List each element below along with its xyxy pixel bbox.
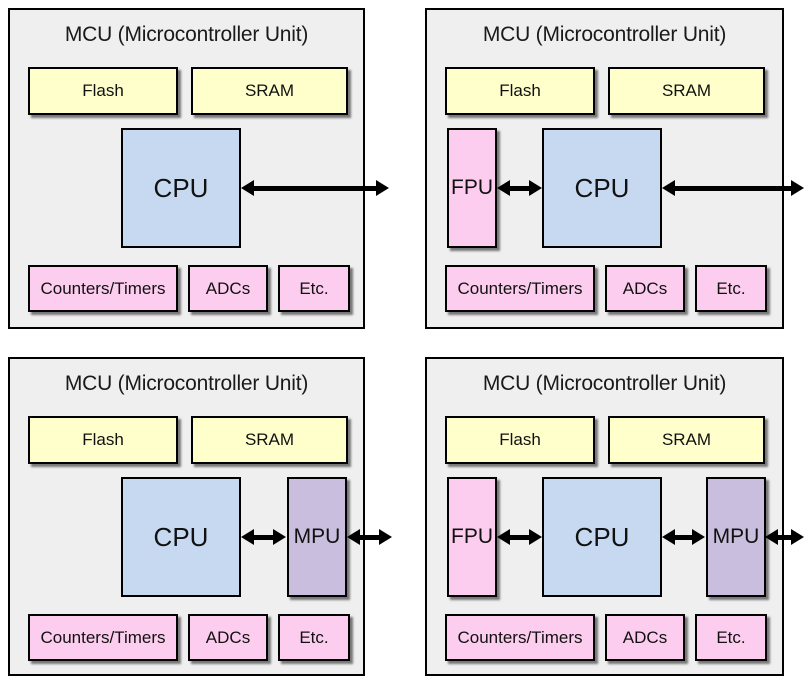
mpu-external-bus-arrow xyxy=(347,529,392,545)
sram-box: SRAM xyxy=(608,416,765,464)
mcu-title: MCU (Microcontroller Unit) xyxy=(482,372,727,395)
fpu-box: FPU xyxy=(447,128,497,248)
arrow-shaft xyxy=(674,534,693,540)
mcu-title: MCU (Microcontroller Unit) xyxy=(482,23,727,46)
arrowhead-left xyxy=(765,529,778,545)
mcu-title: MCU (Microcontroller Unit) xyxy=(64,372,309,395)
etc-box: Etc. xyxy=(695,265,767,312)
cpu-box: CPU xyxy=(542,128,662,248)
fpu-cpu-bus-arrow xyxy=(497,529,542,545)
cpu-box: CPU xyxy=(542,477,662,597)
etc-box: Etc. xyxy=(278,265,350,312)
flash-box: Flash xyxy=(28,67,178,115)
arrowhead-left xyxy=(497,529,510,545)
arrowhead-right xyxy=(791,180,804,196)
arrowhead-left xyxy=(347,529,360,545)
counters-timers-box: Counters/Timers xyxy=(28,265,178,312)
arrowhead-right xyxy=(791,529,804,545)
mpu-external-bus-arrow xyxy=(765,529,804,545)
arrow-shaft xyxy=(253,185,377,191)
arrowhead-left xyxy=(241,180,254,196)
arrow-shaft xyxy=(359,534,380,540)
counters-timers-box: Counters/Timers xyxy=(445,265,595,312)
cpu-mpu-bus-arrow xyxy=(662,529,705,545)
fpu-cpu-bus-arrow xyxy=(497,180,542,196)
mcu-panel-mpu: MCU (Microcontroller Unit) Flash SRAM CP… xyxy=(8,357,392,676)
cpu-box: CPU xyxy=(121,128,241,248)
mpu-box: MPU xyxy=(287,477,347,597)
arrow-shaft xyxy=(253,534,274,540)
arrowhead-left xyxy=(497,180,510,196)
cpu-external-bus-arrow xyxy=(662,180,804,196)
cpu-mpu-bus-arrow xyxy=(241,529,286,545)
arrow-shaft xyxy=(777,534,792,540)
mcu-panel-fpu: MCU (Microcontroller Unit) Flash SRAM FP… xyxy=(425,8,804,329)
adcs-box: ADCs xyxy=(605,614,685,661)
mpu-box: MPU xyxy=(706,477,766,597)
arrowhead-left xyxy=(662,529,675,545)
flash-box: Flash xyxy=(445,67,595,115)
fpu-box: FPU xyxy=(447,477,497,597)
arrowhead-right xyxy=(529,180,542,196)
arrow-shaft xyxy=(674,185,792,191)
arrowhead-left xyxy=(662,180,675,196)
sram-box: SRAM xyxy=(608,67,765,115)
adcs-box: ADCs xyxy=(188,265,268,312)
arrowhead-right xyxy=(529,529,542,545)
etc-box: Etc. xyxy=(695,614,767,661)
etc-box: Etc. xyxy=(278,614,350,661)
arrowhead-left xyxy=(241,529,254,545)
arrowhead-right xyxy=(376,180,389,196)
sram-box: SRAM xyxy=(191,416,348,464)
adcs-box: ADCs xyxy=(188,614,268,661)
flash-box: Flash xyxy=(28,416,178,464)
arrowhead-right xyxy=(273,529,286,545)
sram-box: SRAM xyxy=(191,67,348,115)
mcu-panel-basic: MCU (Microcontroller Unit) Flash SRAM CP… xyxy=(8,8,389,329)
arrowhead-right xyxy=(379,529,392,545)
cpu-box: CPU xyxy=(121,477,241,597)
cpu-external-bus-arrow xyxy=(241,180,389,196)
arrowhead-right xyxy=(692,529,705,545)
adcs-box: ADCs xyxy=(605,265,685,312)
mcu-panel-fpu-mpu: MCU (Microcontroller Unit) Flash SRAM FP… xyxy=(425,357,804,676)
arrow-shaft xyxy=(509,185,530,191)
counters-timers-box: Counters/Timers xyxy=(28,614,178,661)
mcu-title: MCU (Microcontroller Unit) xyxy=(64,23,309,46)
arrow-shaft xyxy=(509,534,530,540)
counters-timers-box: Counters/Timers xyxy=(445,614,595,661)
flash-box: Flash xyxy=(445,416,595,464)
